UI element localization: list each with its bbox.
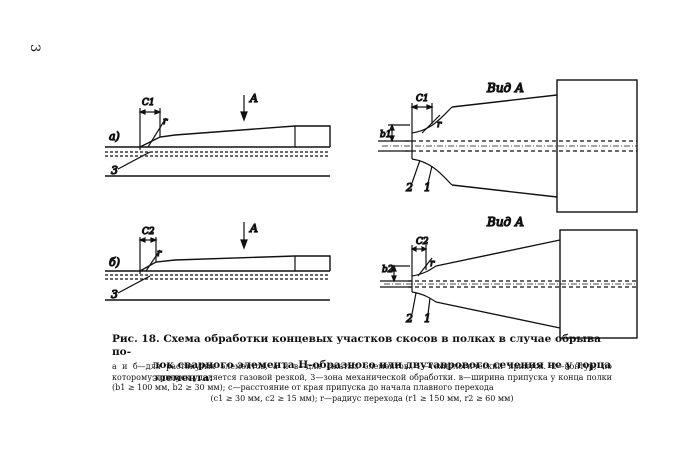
allowance1-label-a: 1 <box>424 181 431 194</box>
radius-label-a: r <box>163 117 168 127</box>
fig-a-side-view <box>105 95 331 177</box>
contour2-label-a: 2 <box>405 181 413 194</box>
fig-b-side-view <box>105 222 331 301</box>
c1-label-plan: C1 <box>416 94 429 104</box>
figure-number: Рис. 18. <box>112 333 160 345</box>
allowance1-label-b: 1 <box>424 312 431 325</box>
arrow-b-label: A <box>249 222 258 235</box>
caption-desc-line4: (c1 ≥ 30 мм, c2 ≥ 15 мм); r—радиус перех… <box>210 393 514 403</box>
figure-caption-description: а и б—для растянутых элементов, а и в—дл… <box>112 362 612 404</box>
arrow-a-label: A <box>249 92 258 105</box>
caption-desc-line1: а и б—для растянутых элементов, а и в—дл… <box>112 362 597 371</box>
caption-title-line2: лок сварного элемента Н-образного или дв… <box>152 359 612 384</box>
b1-label: b1 <box>380 130 392 140</box>
contour2-label-b: 2 <box>405 312 413 325</box>
radius-label-plan-b: r <box>430 259 435 269</box>
caption-desc-line3: у конца полки (b1 ≥ 100 мм, b2 ≥ 30 мм);… <box>112 372 613 393</box>
c2-label-plan: C2 <box>416 237 429 247</box>
caption-desc-line2: по которому припуск удаляется газовой ре… <box>112 362 612 382</box>
view-a-top-plan <box>378 79 638 213</box>
b2-label: b2 <box>382 265 394 275</box>
zone3-label-a: 3 <box>111 164 118 177</box>
radius-label-plan-a: r <box>437 120 442 130</box>
caption-title-line1: Схема обработки концевых участков скосов… <box>112 333 601 358</box>
fig-b-label: б) <box>109 256 120 269</box>
view-a-title-1: Вид А <box>486 81 524 95</box>
fig-a-label: a) <box>109 130 120 143</box>
figure-caption-title: Рис. 18. Схема обработки концевых участк… <box>112 333 612 385</box>
view-a-bottom-plan <box>380 229 638 339</box>
view-a-title-2: Вид А <box>486 215 524 229</box>
radius-label-b: r <box>157 249 162 259</box>
zone3-label-b: 3 <box>111 288 118 301</box>
c2-label: C2 <box>142 227 155 237</box>
c1-label: C1 <box>142 98 155 108</box>
